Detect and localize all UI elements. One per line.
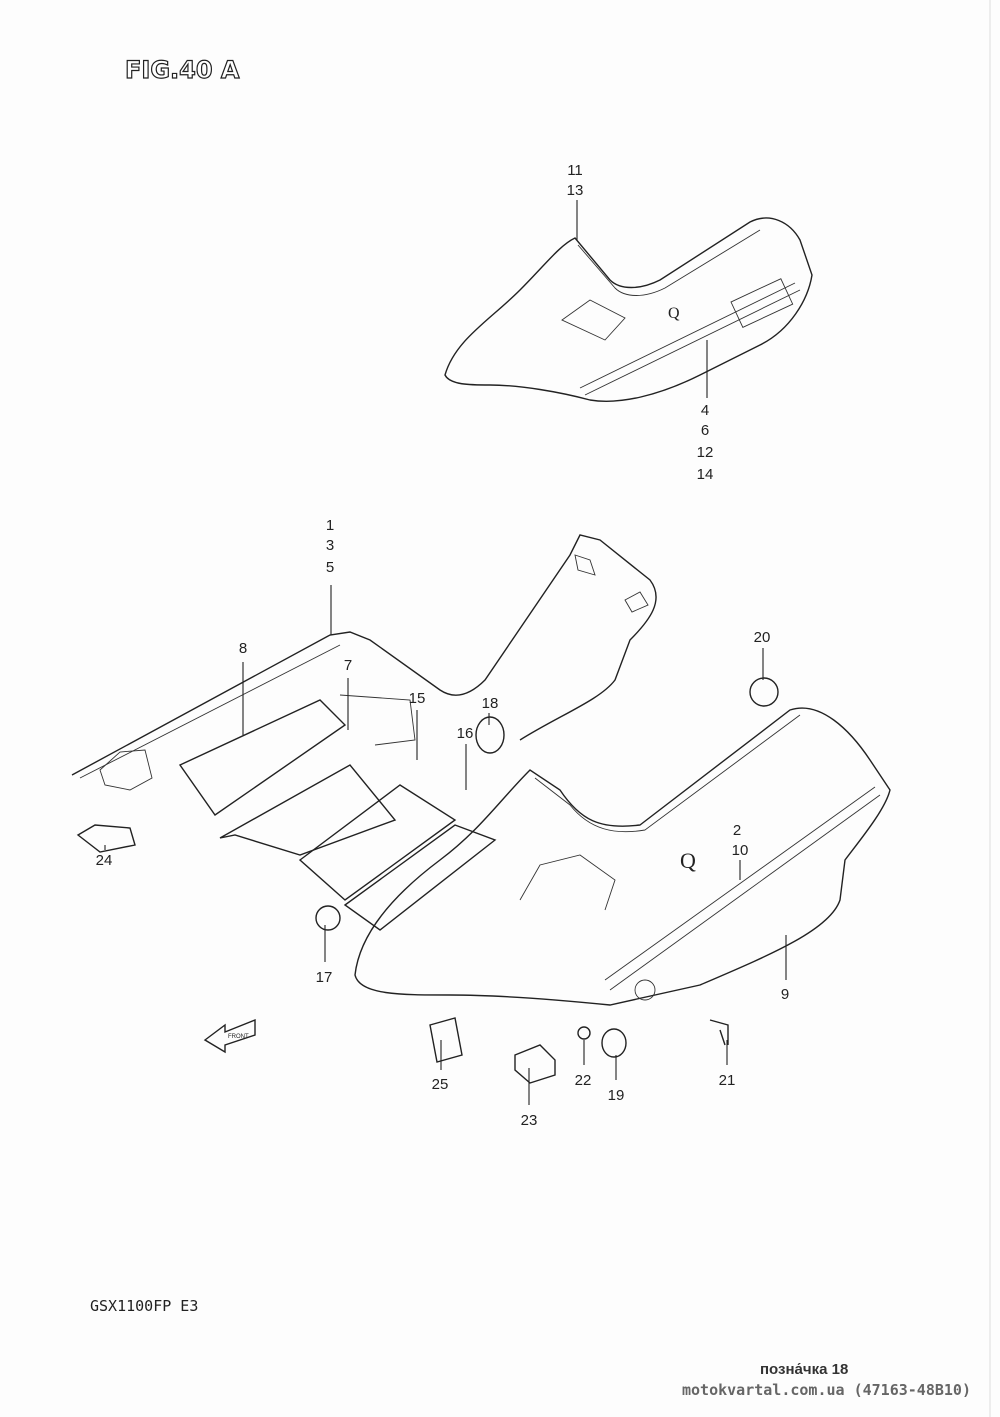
callout-13: 13 [567,182,584,199]
callout-14: 14 [697,466,714,483]
figure-title: FIG.40 A [125,56,240,84]
callout-18: 18 [482,695,499,712]
callout-23: 23 [521,1112,538,1129]
callout-25: 25 [432,1076,449,1093]
callout-20: 20 [754,629,771,646]
model-code: GSX1100FP E3 [90,1297,198,1315]
callout-22: 22 [575,1072,592,1089]
callout-7: 7 [344,657,352,674]
part-19-grommet [601,1028,627,1058]
callout-6: 6 [701,422,709,439]
part-17-grommet [315,905,341,931]
callout-1: 1 [326,517,334,534]
callout-11: 11 [567,162,583,179]
part-21-screw [709,1019,729,1046]
inner-panels [178,694,497,931]
footer-source: motokvartal.com.ua (47163-48B10) [682,1381,971,1399]
front-arrow-icon: FRONT [203,1018,256,1054]
callout-3: 3 [326,537,334,554]
right-frame-cover: Q [354,707,891,1006]
callout-10: 10 [732,842,749,859]
part-20-grommet [749,677,779,707]
callout-8: 8 [239,640,247,657]
callout-4: 4 [701,402,709,419]
footer-label: позна́чка 18 [760,1361,849,1378]
part-24-cap [76,824,136,853]
suzuki-logo: Q [668,305,680,322]
callout-19: 19 [608,1087,625,1104]
callout-5: 5 [326,559,334,576]
upper-side-cover: Q [444,217,813,402]
callout-21: 21 [719,1072,736,1089]
part-23-cushion [514,1044,556,1084]
callout-12: 12 [697,444,714,461]
part-22-washer [577,1026,591,1040]
front-marker: FRONT [228,1034,249,1040]
suzuki-logo: Q [680,848,696,873]
1100-badge [730,278,794,328]
callout-16: 16 [457,725,474,742]
callout-24: 24 [96,852,113,869]
callout-9: 9 [781,986,789,1003]
left-frame-cover [71,534,657,791]
part-18-grommet [475,716,505,754]
callout-2: 2 [733,822,741,839]
part-25-cushion [429,1017,463,1063]
callout-15: 15 [409,690,426,707]
small-parts [76,677,779,1084]
callout-17: 17 [316,969,333,986]
